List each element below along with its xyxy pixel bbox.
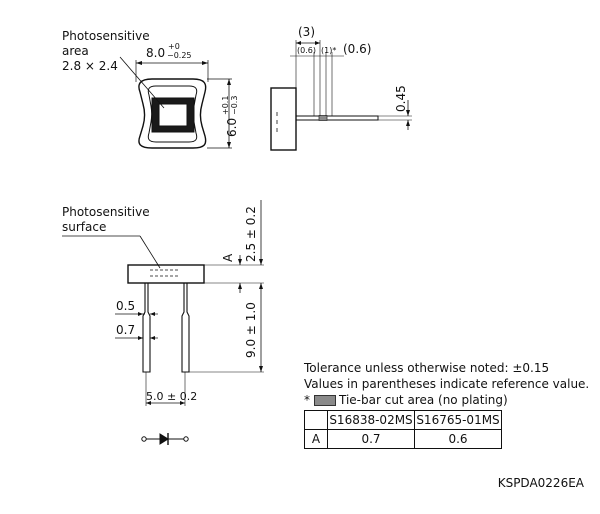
front-dim-lead-length: 9.0 ± 1.0 bbox=[244, 302, 258, 358]
table-cell: 0.7 bbox=[327, 429, 415, 449]
front-view-body bbox=[127, 264, 205, 284]
top-area-label-2: area bbox=[62, 44, 89, 58]
front-view bbox=[62, 200, 264, 406]
area-leader bbox=[119, 56, 165, 109]
dimension-table: S16838-02MS S16765-01MS A 0.7 0.6 bbox=[304, 410, 502, 449]
front-ref-a: A bbox=[221, 253, 235, 262]
tiebar-marker: * bbox=[304, 393, 310, 407]
diode-symbol bbox=[141, 433, 189, 445]
side-view-lead bbox=[295, 115, 379, 121]
reference-note: Values in parentheses indicate reference… bbox=[304, 377, 590, 391]
table-header-cell bbox=[304, 410, 328, 430]
table-header-cell: S16765-01MS bbox=[414, 410, 502, 430]
document-code: KSPDA0226EA bbox=[497, 476, 584, 490]
table-header-cell: S16838-02MS bbox=[327, 410, 415, 430]
side-dim-left: (0.6) bbox=[297, 46, 316, 55]
table-cell: A bbox=[304, 429, 328, 449]
top-height-tol-lower: −0.3 bbox=[230, 96, 239, 115]
table-cell: 0.6 bbox=[414, 429, 502, 449]
side-view-body bbox=[270, 87, 297, 151]
front-surface-label-1: Photosensitive bbox=[62, 205, 150, 219]
tiebar-note: * Tie-bar cut area (no plating) bbox=[304, 392, 589, 408]
notes-block: Tolerance unless otherwise noted: ±0.15 … bbox=[304, 360, 589, 408]
top-view-body bbox=[138, 78, 207, 149]
top-width-tol-upper: +0 bbox=[168, 42, 180, 51]
side-dim-mid: (1)* bbox=[321, 46, 336, 55]
front-dim-top: 2.5 ± 0.2 bbox=[244, 206, 258, 262]
top-view bbox=[119, 56, 232, 149]
tiebar-swatch-icon bbox=[314, 395, 336, 406]
top-width-tol-lower: −0.25 bbox=[167, 51, 192, 60]
top-view-inner bbox=[147, 85, 198, 143]
top-area-label-3: 2.8 × 2.4 bbox=[62, 59, 118, 73]
top-height-tol-upper: +0.1 bbox=[221, 96, 230, 115]
photosensitive-area bbox=[158, 103, 188, 127]
side-dim-thickness: 0.45 bbox=[394, 85, 408, 112]
side-dim-total: (3) bbox=[298, 25, 315, 39]
tiebar-text: Tie-bar cut area (no plating) bbox=[339, 393, 508, 407]
table-row: A 0.7 0.6 bbox=[304, 429, 502, 449]
table-header-row: S16838-02MS S16765-01MS bbox=[304, 410, 502, 430]
front-dim-lead-w1: 0.5 bbox=[116, 299, 135, 313]
top-area-label-1: Photosensitive bbox=[62, 29, 150, 43]
front-dim-lead-w2: 0.7 bbox=[116, 323, 135, 337]
top-height-dim: 6.0 bbox=[225, 118, 239, 137]
front-lead-left bbox=[142, 283, 151, 373]
top-width-dim: 8.0 bbox=[146, 46, 165, 60]
tie-bar-cut-area bbox=[318, 115, 328, 121]
front-surface-label-2: surface bbox=[62, 220, 106, 234]
tolerance-note: Tolerance unless otherwise noted: ±0.15 bbox=[304, 361, 550, 375]
side-view bbox=[270, 40, 412, 151]
front-dim-pitch: 5.0 ± 0.2 bbox=[146, 390, 197, 403]
side-dim-right: (0.6) bbox=[343, 42, 371, 56]
front-lead-right bbox=[181, 283, 190, 373]
